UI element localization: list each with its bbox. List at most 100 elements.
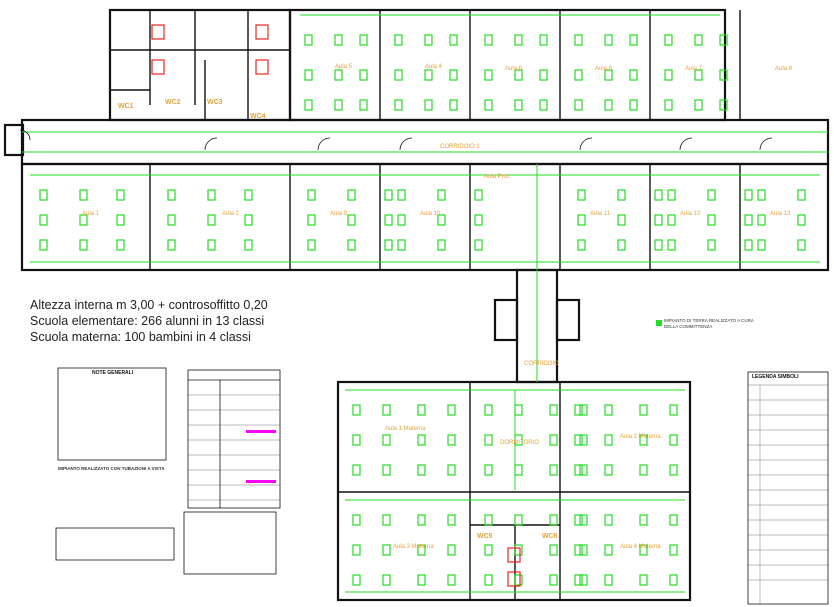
light-fixture <box>79 189 88 201</box>
light-fixture <box>79 239 88 251</box>
light-fixture <box>719 69 728 81</box>
light-fixture <box>307 189 316 201</box>
light-fixture <box>669 404 678 416</box>
corridor-2-label: CORRIDOIO <box>524 361 559 367</box>
wc-label-1: WC1 <box>118 103 134 110</box>
wc-fixtures <box>151 24 521 587</box>
info-line-materna: Scuola materna: 100 bambini in 4 classi <box>30 330 251 344</box>
info-line-elementare: Scuola elementare: 266 alunni in 13 clas… <box>30 314 265 328</box>
light-fixture <box>574 69 583 81</box>
materna-label-4: Aula 4 Materna <box>620 544 661 550</box>
light-fixture <box>352 544 361 556</box>
light-fixture <box>797 189 806 201</box>
light-fixture <box>352 514 361 526</box>
tables <box>55 367 829 605</box>
light-fixture <box>549 544 558 556</box>
light-fixture <box>347 214 356 226</box>
light-fixture <box>604 464 613 476</box>
info-line-height: Altezza interna m 3,00 + controsoffitto … <box>30 298 268 312</box>
light-fixture <box>397 214 406 226</box>
room-label-top-5: Aula 7 <box>685 66 703 72</box>
light-fixture <box>484 544 493 556</box>
room-label-prof: Aula Prof. <box>484 174 511 180</box>
light-fixture <box>449 34 458 46</box>
light-fixture <box>797 214 806 226</box>
light-fixture <box>577 239 586 251</box>
light-fixture <box>484 574 493 586</box>
light-fixture <box>116 214 125 226</box>
light-fixture <box>417 404 426 416</box>
light-fixture <box>549 404 558 416</box>
light-fixture <box>382 464 391 476</box>
table-magenta <box>246 430 276 483</box>
light-fixture <box>669 514 678 526</box>
light-fixture <box>474 189 483 201</box>
light-fixture <box>449 99 458 111</box>
light-fixture <box>397 189 406 201</box>
light-fixture <box>484 464 493 476</box>
light-fixture <box>484 514 493 526</box>
room-labels: Aula 5 Aula 4 Aula 6 Aula 6 Aula 7 Aula … <box>82 64 793 550</box>
light-fixture <box>629 34 638 46</box>
light-fixture <box>579 434 588 446</box>
room-label-mid-4: Aula 10 <box>420 211 441 217</box>
light-fixture <box>669 434 678 446</box>
light-fixture <box>639 514 648 526</box>
light-fixture <box>167 239 176 251</box>
light-fixture <box>579 574 588 586</box>
light-fixture <box>694 34 703 46</box>
light-fixture <box>707 189 716 201</box>
light-fixture <box>39 239 48 251</box>
light-fixture <box>384 214 393 226</box>
wc-label-4: WC4 <box>250 113 266 120</box>
light-fixture <box>207 189 216 201</box>
light-fixture <box>574 514 583 526</box>
light-fixture <box>384 189 393 201</box>
light-fixture <box>579 464 588 476</box>
light-fixture <box>669 464 678 476</box>
room-label-top-6: Aula 8 <box>775 66 793 72</box>
light-fixture <box>334 34 343 46</box>
light-fixture <box>304 99 313 111</box>
materna-label-3: Aula 3 Materna <box>393 544 434 550</box>
light-fixture <box>639 434 648 446</box>
light-fixture <box>347 189 356 201</box>
notes-title: NOTE GENERALI <box>92 370 134 376</box>
light-fixture <box>514 514 523 526</box>
light-fixture <box>604 514 613 526</box>
light-fixture <box>382 434 391 446</box>
light-fixture <box>549 514 558 526</box>
light-fixture <box>617 214 626 226</box>
light-fixture <box>484 434 493 446</box>
light-fixture <box>484 404 493 416</box>
room-label-mid-3: Aula 9 <box>330 211 348 217</box>
light-fixture <box>669 544 678 556</box>
light-fixture <box>577 189 586 201</box>
doors <box>19 129 773 151</box>
light-fixture <box>574 434 583 446</box>
dormitorio-label: DORMITORIO <box>500 440 539 446</box>
light-fixture <box>382 514 391 526</box>
light-fixture <box>719 99 728 111</box>
light-fixture <box>304 69 313 81</box>
light-fixture <box>447 514 456 526</box>
light-fixture <box>447 544 456 556</box>
light-fixture <box>359 69 368 81</box>
light-fixture <box>244 189 253 201</box>
light-fixture <box>424 99 433 111</box>
light-fixture <box>549 574 558 586</box>
light-fixture <box>359 34 368 46</box>
light-fixture <box>207 239 216 251</box>
light-fixture <box>417 514 426 526</box>
room-label-top-3: Aula 6 <box>505 66 523 72</box>
light-fixture <box>394 99 403 111</box>
light-fixture <box>514 99 523 111</box>
light-fixture <box>474 239 483 251</box>
light-fixture <box>304 34 313 46</box>
light-fixture <box>417 574 426 586</box>
light-fixture <box>514 404 523 416</box>
light-fixture <box>797 239 806 251</box>
light-fixture <box>667 189 676 201</box>
light-fixture <box>334 69 343 81</box>
light-fixture <box>719 34 728 46</box>
